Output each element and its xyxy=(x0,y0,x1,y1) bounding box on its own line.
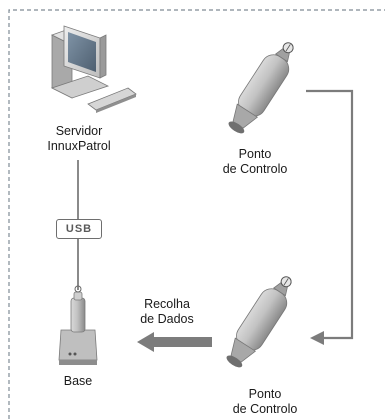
collect-data-arrow xyxy=(137,332,212,352)
checkpoint-device-top-icon xyxy=(228,42,294,134)
flow-arrow-right xyxy=(306,89,354,345)
checkpoint-device-bottom-icon xyxy=(226,276,292,368)
usb-badge: USB xyxy=(56,219,102,239)
panel-dashed-border xyxy=(8,9,385,419)
base-station-icon xyxy=(58,285,98,365)
computer-icon xyxy=(50,25,137,113)
base-label: Base xyxy=(63,374,93,388)
